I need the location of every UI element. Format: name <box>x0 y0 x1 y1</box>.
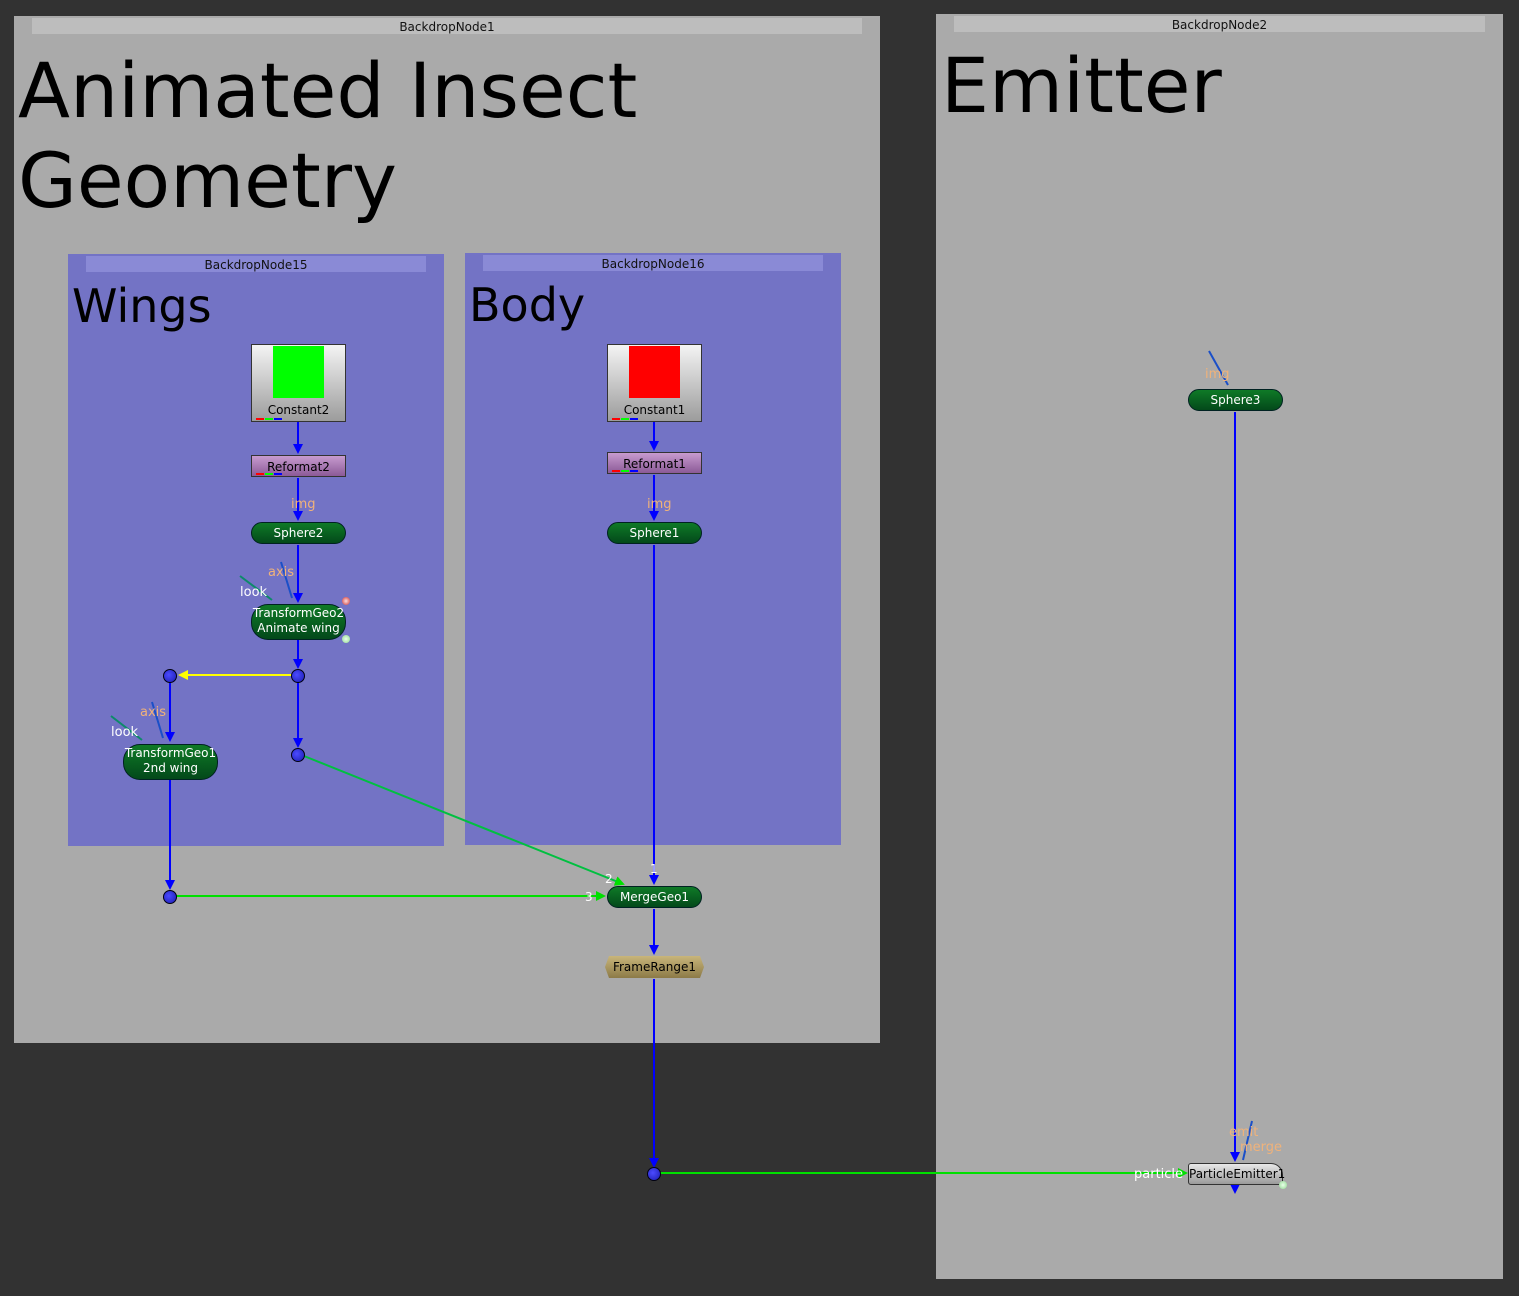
transformgeo2-axis-input-label: axis <box>268 565 295 580</box>
dot-node[interactable] <box>291 669 305 683</box>
reformat1-node[interactable]: Reformat1 <box>607 452 702 474</box>
sphere1-img-input-label: img <box>647 497 672 512</box>
constant1-swatch <box>629 346 680 398</box>
transformgeo2-node[interactable]: TransformGeo2 Animate wing <box>251 604 346 640</box>
channel-green-icon <box>621 470 629 472</box>
constant1-node[interactable]: Constant1 <box>607 344 702 422</box>
sphere2-label: Sphere2 <box>273 526 324 540</box>
channel-blue-icon <box>274 473 282 475</box>
backdrop-node-16-title[interactable]: BackdropNode16 <box>483 255 823 271</box>
backdrop-node-1-title[interactable]: BackdropNode1 <box>32 18 862 34</box>
particleemitter1-merge-input-label: merge <box>1240 1140 1283 1155</box>
sphere1-label: Sphere1 <box>629 526 680 540</box>
dot-node[interactable] <box>163 890 177 904</box>
reformat1-label: Reformat1 <box>623 457 686 471</box>
sphere2-img-input-label: img <box>291 497 316 512</box>
dot-node[interactable] <box>647 1167 661 1181</box>
particleemitter1-particle-input-label: particle <box>1134 1167 1184 1182</box>
constant1-label: Constant1 <box>623 403 686 417</box>
sphere1-node[interactable]: Sphere1 <box>607 522 702 544</box>
constant2-node[interactable]: Constant2 <box>251 344 346 422</box>
channel-blue-icon <box>630 470 638 472</box>
constant2-swatch <box>273 346 324 398</box>
reformat2-label: Reformat2 <box>267 460 330 474</box>
transformgeo1-node[interactable]: TransformGeo1 2nd wing <box>123 744 218 780</box>
transformgeo1-look-input-label: look <box>111 725 139 740</box>
backdrop-node-16-label: Body <box>469 278 586 332</box>
animated-indicator-icon <box>342 597 350 605</box>
transformgeo2-label: TransformGeo2 <box>252 606 345 620</box>
particleemitter1-emit-input-label: emit <box>1229 1125 1259 1140</box>
mergegeo1-input-2-label: 2 <box>605 872 613 886</box>
backdrop-node-15-title[interactable]: BackdropNode15 <box>86 256 426 272</box>
reformat2-node[interactable]: Reformat2 <box>251 455 346 477</box>
particleemitter1-node[interactable]: ParticleEmitter1 <box>1188 1163 1286 1185</box>
output-indicator-icon <box>342 635 350 643</box>
transformgeo1-label: TransformGeo1 <box>124 746 217 760</box>
channel-blue-icon <box>630 418 638 420</box>
backdrop-node-2[interactable]: BackdropNode2 Emitter <box>936 14 1503 1279</box>
mergegeo1-label: MergeGeo1 <box>619 890 690 904</box>
mergegeo1-input-1-label: 1 <box>650 862 658 876</box>
dot-node[interactable] <box>291 748 305 762</box>
mergegeo1-node[interactable]: MergeGeo1 <box>607 886 702 908</box>
channel-blue-icon <box>274 418 282 420</box>
sphere3-label: Sphere3 <box>1210 393 1261 407</box>
backdrop-node-15-label: Wings <box>72 279 212 333</box>
backdrop-node-2-title[interactable]: BackdropNode2 <box>954 16 1485 32</box>
channel-green-icon <box>265 418 273 420</box>
mergegeo1-input-3-label: 3 <box>585 890 593 904</box>
channel-red-icon <box>256 418 264 420</box>
sphere3-img-input-label: img <box>1205 367 1230 382</box>
backdrop-node-1-label: Animated Insect Geometry <box>18 46 638 225</box>
framerange1-label: FrameRange1 <box>612 960 697 974</box>
framerange1-node[interactable]: FrameRange1 <box>605 956 704 978</box>
channel-red-icon <box>612 470 620 472</box>
transformgeo1-axis-input-label: axis <box>140 705 167 720</box>
backdrop-node-2-label: Emitter <box>941 41 1222 130</box>
channel-red-icon <box>256 473 264 475</box>
channel-green-icon <box>265 473 273 475</box>
dot-node[interactable] <box>163 669 177 683</box>
channel-green-icon <box>621 418 629 420</box>
output-indicator-icon <box>1279 1181 1287 1189</box>
transformgeo1-description: 2nd wing <box>142 761 199 775</box>
channel-red-icon <box>612 418 620 420</box>
constant2-label: Constant2 <box>267 403 330 417</box>
sphere3-node[interactable]: Sphere3 <box>1188 389 1283 411</box>
particleemitter1-label: ParticleEmitter1 <box>1189 1167 1286 1181</box>
transformgeo2-look-input-label: look <box>240 585 268 600</box>
sphere2-node[interactable]: Sphere2 <box>251 522 346 544</box>
transformgeo2-description: Animate wing <box>257 621 340 635</box>
